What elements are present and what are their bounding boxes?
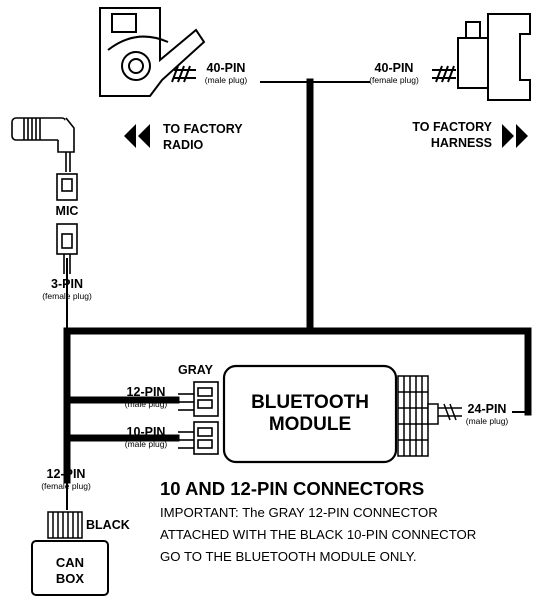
module-line2: MODULE	[268, 414, 352, 435]
arrow-right-icon	[502, 124, 528, 148]
module-24pin-connector	[397, 375, 462, 457]
canbox-line2: BOX	[55, 571, 85, 586]
microphone-icon	[11, 117, 78, 201]
module-connector-label: 24-PIN (male plug)	[456, 403, 518, 425]
gray-12pin-connector	[178, 381, 219, 417]
can-box-label: CAN BOX	[32, 555, 108, 587]
note-line3: GO TO THE BLUETOOTH MODULE ONLY.	[160, 549, 417, 564]
top-left-pin-count: 40-PIN	[206, 61, 246, 75]
gray-connector-label: 12-PIN (male plug)	[116, 386, 176, 408]
to-harness-line1: TO FACTORY	[412, 120, 492, 134]
arrow-left-icon	[124, 124, 150, 148]
black-connector-label: 10-PIN (male plug)	[116, 426, 176, 448]
gray-pin-count: 12-PIN	[126, 385, 166, 399]
top-right-pin-count: 40-PIN	[374, 61, 414, 75]
module-plug-type: (male plug)	[465, 415, 509, 426]
black-plug-type: (male plug)	[124, 438, 168, 449]
canbox-line1: CAN	[55, 555, 85, 570]
mic-label: MIC	[55, 204, 79, 218]
canbox-pin-count: 12-PIN	[46, 467, 86, 481]
module-line1: BLUETOOTH	[251, 392, 369, 413]
harness-wires	[63, 78, 532, 484]
top-left-connector-label: 40-PIN (male plug)	[198, 62, 254, 84]
can-box	[31, 540, 109, 596]
mic-connector-label: 3-PIN (female plug)	[36, 278, 98, 300]
to-harness-line2: HARNESS	[430, 136, 492, 150]
module-pin-count: 24-PIN	[467, 402, 507, 416]
canbox-plug-type: (female plug)	[41, 480, 91, 491]
black-label: BLACK	[86, 518, 130, 532]
factory-harness-plug	[432, 13, 531, 101]
canbox-12pin-connector	[47, 511, 83, 539]
note-line2: ATTACHED WITH THE BLACK 10-PIN CONNECTOR	[160, 527, 477, 542]
black-pin-count: 10-PIN	[126, 425, 166, 439]
mic-plug-type: (female plug)	[42, 290, 92, 301]
mic-3pin-connector	[56, 223, 78, 274]
factory-radio-plug	[99, 7, 206, 97]
gray-plug-type: (male plug)	[124, 398, 168, 409]
to-radio-line1: TO FACTORY	[163, 122, 243, 136]
bluetooth-module-box	[222, 364, 398, 464]
gray-label: GRAY	[178, 363, 213, 377]
bluetooth-module-label: BLUETOOTH MODULE	[224, 392, 396, 436]
to-factory-harness-label: TO FACTORY HARNESS	[398, 119, 492, 151]
canbox-connector-label: 12-PIN (female plug)	[34, 468, 98, 490]
top-left-plug-type: (male plug)	[204, 74, 248, 85]
note-line1: IMPORTANT: The GRAY 12-PIN CONNECTOR	[160, 505, 438, 520]
note-body: IMPORTANT: The GRAY 12-PIN CONNECTOR ATT…	[160, 502, 550, 568]
note-title: 10 AND 12-PIN CONNECTORS	[160, 478, 425, 499]
top-right-connector-label: 40-PIN (female plug)	[364, 62, 424, 84]
black-10pin-connector	[178, 421, 219, 455]
top-right-plug-type: (female plug)	[369, 74, 419, 85]
to-factory-radio-label: TO FACTORY RADIO	[163, 121, 243, 153]
mic-pin-count: 3-PIN	[51, 277, 83, 291]
to-radio-line2: RADIO	[163, 138, 204, 152]
